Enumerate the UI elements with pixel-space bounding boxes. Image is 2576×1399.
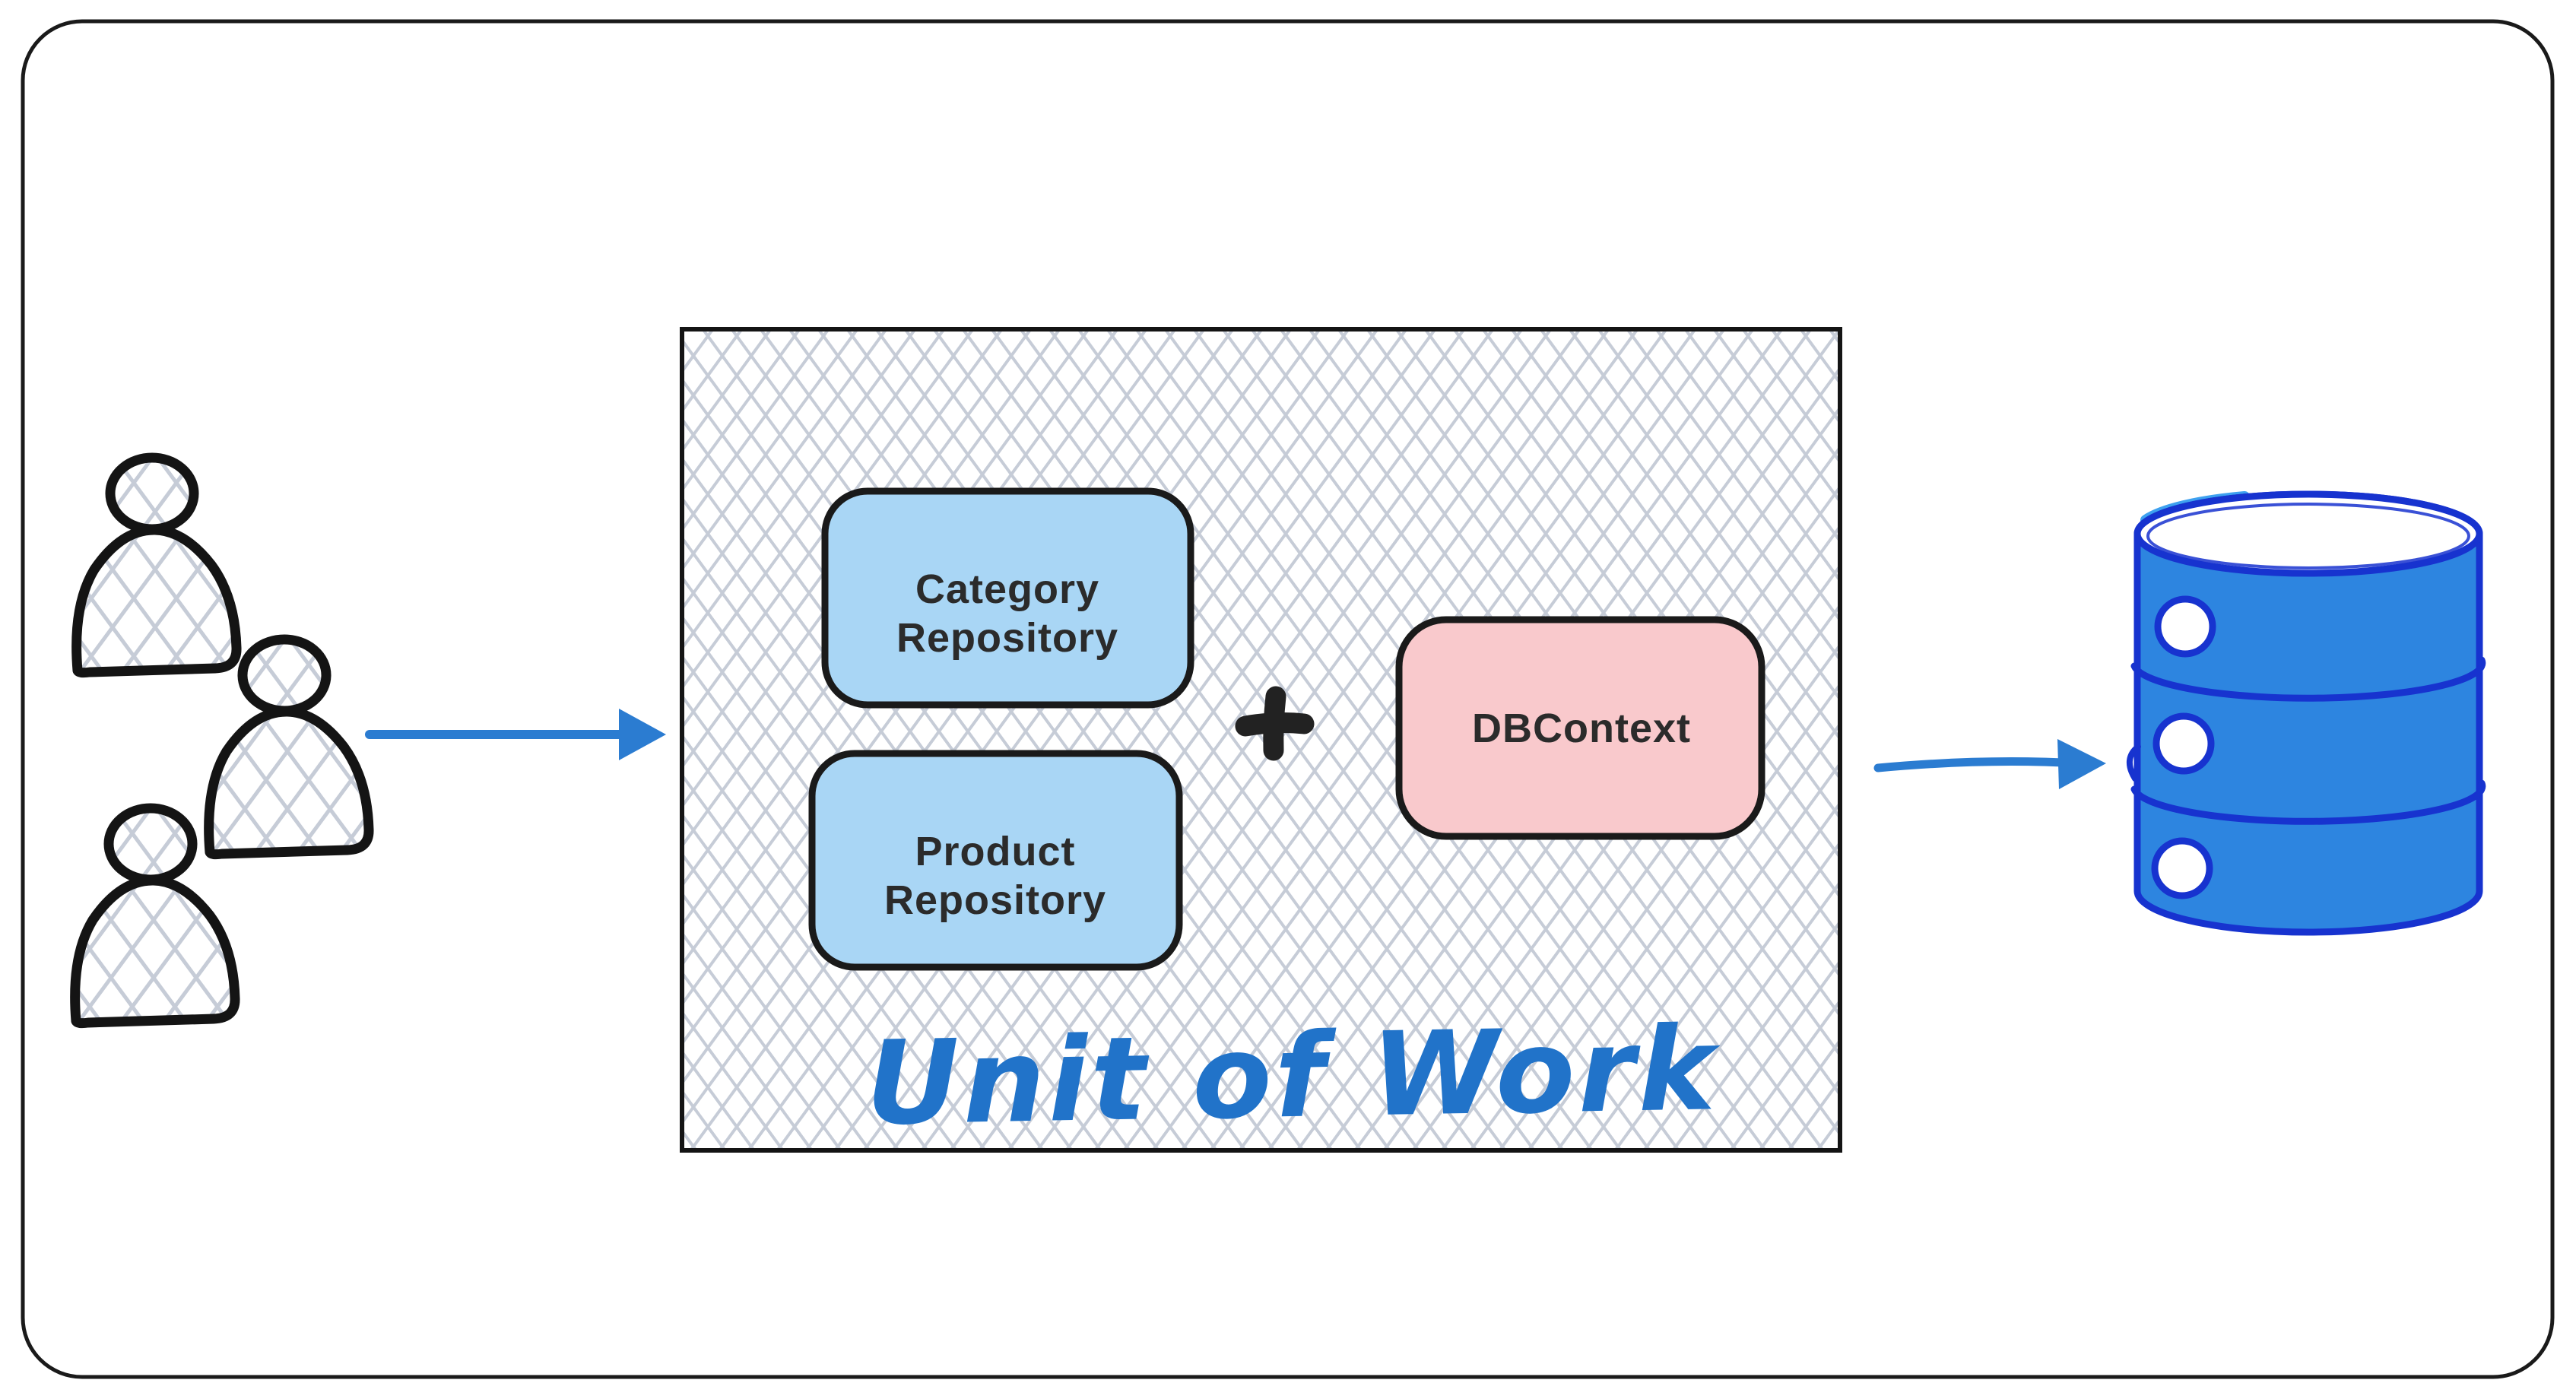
database-icon [2127,490,2486,936]
plus-icon [1235,686,1315,761]
users-group [75,458,369,1023]
user-icon [77,458,236,673]
canvas-border [21,19,2555,1379]
product-repository-label-line2: Repository [884,877,1106,923]
category-repository-shape [821,487,1194,709]
arrow-users-to-unit-of-work [365,709,666,760]
arrow-shaft [1873,757,2068,772]
unit-of-work-title: Unit of Work [864,1001,1721,1151]
category-repository-label-line1: Category [915,566,1099,612]
dbcontext-box: DBContext [1395,616,1765,840]
dbcontext-label: DBContext [1472,706,1691,751]
category-repository-box: Category Repository [821,487,1194,709]
database-top [2133,490,2483,577]
database-dot [2151,837,2213,899]
unit-of-work-box: Category Repository Product Repository D… [680,327,1842,1153]
product-repository-box: Product Repository [808,750,1183,971]
dbcontext-shape [1395,616,1765,840]
arrow-head-icon [2057,739,2106,789]
arrow-unit-of-work-to-database [1873,739,2106,789]
product-repository-shape [808,750,1183,971]
database-dot [2154,595,2216,658]
user-icon [209,639,369,855]
database-dot [2152,712,2215,775]
category-repository-label-line2: Repository [896,615,1118,661]
product-repository-label-line1: Product [915,829,1075,874]
arrow-head-icon [619,709,666,760]
